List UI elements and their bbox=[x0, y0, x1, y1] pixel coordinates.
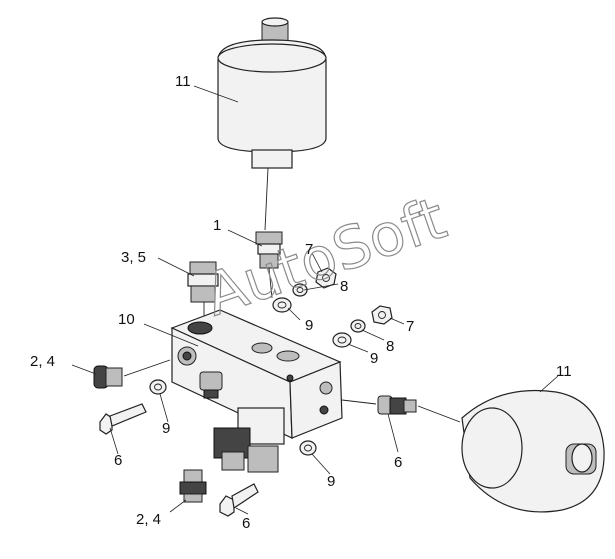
callout-7-right: 7 bbox=[406, 318, 414, 335]
washer-9-bottom bbox=[299, 440, 317, 456]
callout-7-upper: 7 bbox=[305, 241, 313, 258]
callout-6-mid: 6 bbox=[394, 454, 402, 471]
callout-11-top: 11 bbox=[175, 73, 191, 90]
washer-9-upper bbox=[272, 297, 292, 313]
callout-2-4-bottom: 2, 4 bbox=[136, 511, 161, 528]
callout-9-left: 9 bbox=[162, 420, 170, 437]
washer-8-right bbox=[350, 319, 366, 333]
watermark: AutoSoft bbox=[196, 184, 454, 329]
callout-2-4-left: 2, 4 bbox=[30, 353, 55, 370]
washer-9-left bbox=[149, 379, 167, 395]
callout-6-bottom: 6 bbox=[242, 515, 250, 532]
nut-7-upper bbox=[315, 267, 337, 289]
valve-block bbox=[170, 309, 343, 439]
callout-8-upper: 8 bbox=[340, 278, 348, 295]
accumulator-right bbox=[461, 389, 605, 513]
bolt-6-bottom bbox=[219, 483, 259, 517]
washer-8-upper bbox=[292, 283, 308, 297]
solenoid-valve bbox=[213, 407, 285, 473]
callout-1: 1 bbox=[213, 217, 221, 234]
callout-9-bottom: 9 bbox=[327, 473, 335, 490]
callout-9-right: 9 bbox=[370, 350, 378, 367]
leader-lines bbox=[71, 85, 559, 515]
fitting-3-5 bbox=[187, 261, 219, 318]
callout-9-upper: 9 bbox=[305, 317, 313, 334]
callout-6-left: 6 bbox=[114, 452, 122, 469]
bolt-6-left bbox=[99, 403, 147, 435]
callout-11-right: 11 bbox=[556, 363, 572, 380]
block-fitting-front bbox=[199, 371, 223, 399]
callout-10: 10 bbox=[118, 311, 135, 328]
fitting-1 bbox=[255, 231, 283, 299]
nut-7-right bbox=[371, 305, 393, 325]
fitting-2-4-left bbox=[93, 359, 171, 389]
callout-3-5: 3, 5 bbox=[121, 249, 146, 266]
fitting-6-right bbox=[341, 395, 461, 423]
accumulator-top bbox=[217, 17, 327, 231]
callout-8-right: 8 bbox=[386, 338, 394, 355]
fitting-2-4-bottom bbox=[179, 469, 207, 503]
washer-9-right bbox=[332, 332, 352, 348]
